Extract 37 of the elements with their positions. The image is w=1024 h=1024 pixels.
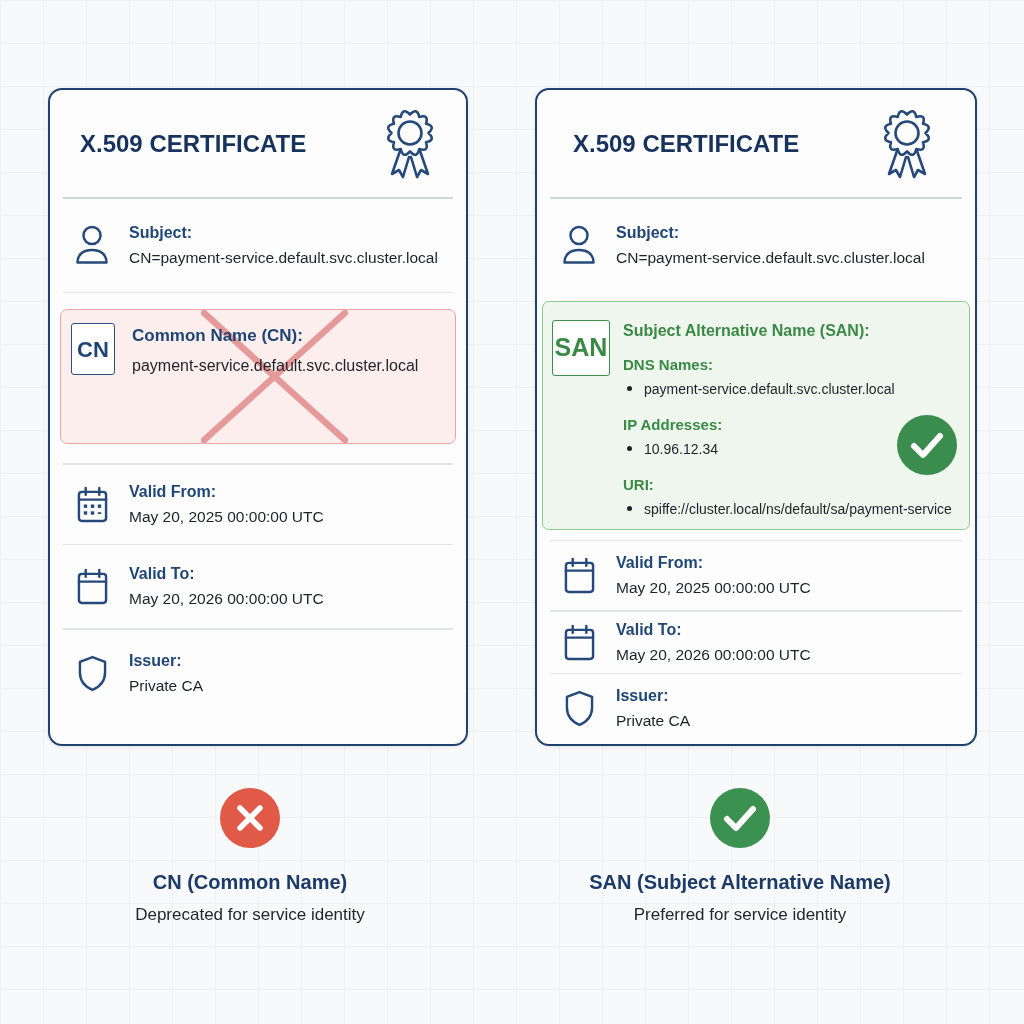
field-value: CN=payment-service.default.svc.cluster.local bbox=[129, 247, 438, 268]
list-label: IP Addresses: bbox=[623, 414, 724, 435]
panel-heading: Common Name (CN): bbox=[132, 326, 304, 346]
field-label: Valid From: bbox=[129, 481, 218, 502]
field-label: Valid To: bbox=[616, 619, 683, 640]
card-title: X.509 CERTIFICATE bbox=[573, 128, 800, 159]
field-label: Subject: bbox=[129, 222, 194, 243]
field-label: Valid From: bbox=[616, 553, 705, 573]
abbreviation-badge: CN bbox=[71, 323, 115, 375]
field-value: Private CA bbox=[616, 710, 691, 731]
list-item: 10.96.12.34 bbox=[644, 439, 718, 459]
field-label: Valid To: bbox=[129, 564, 196, 584]
verdict-heading: CN (Common Name) bbox=[152, 870, 348, 895]
field-value: May 20, 2025 00:00:00 UTC bbox=[616, 578, 811, 598]
field-value: CN=payment-service.default.svc.cluster.local bbox=[616, 247, 925, 268]
field-value: May 20, 2026 00:00:00 UTC bbox=[129, 589, 324, 609]
verdict-caption: Deprecated for service identity bbox=[135, 904, 365, 926]
list-item: payment-service.default.svc.cluster.local bbox=[644, 379, 895, 399]
list-item: spiffe://cluster.local/ns/default/sa/payment-service bbox=[644, 499, 952, 519]
certificate-card bbox=[48, 88, 468, 746]
highlight-panel bbox=[542, 300, 970, 530]
list-label: DNS Names: bbox=[623, 354, 715, 375]
field-label: Subject: bbox=[616, 222, 681, 243]
field-value: Private CA bbox=[129, 676, 204, 696]
panel-heading: Subject Alternative Name (SAN): bbox=[623, 320, 871, 341]
field-value: May 20, 2026 00:00:00 UTC bbox=[616, 644, 811, 665]
field-value: May 20, 2025 00:00:00 UTC bbox=[129, 506, 324, 527]
certificate-card bbox=[535, 88, 977, 746]
verdict-caption: Preferred for service identity bbox=[633, 904, 847, 926]
list-label: URI: bbox=[623, 474, 655, 495]
card-title: X.509 CERTIFICATE bbox=[80, 128, 307, 159]
field-label: Issuer: bbox=[129, 651, 183, 671]
field-label: Issuer: bbox=[616, 685, 670, 706]
highlight-panel bbox=[60, 309, 456, 444]
abbreviation-badge: SAN bbox=[552, 319, 610, 376]
panel-value: payment-service.default.svc.cluster.local bbox=[132, 356, 419, 376]
verdict-heading: SAN (Subject Alternative Name) bbox=[589, 870, 891, 895]
